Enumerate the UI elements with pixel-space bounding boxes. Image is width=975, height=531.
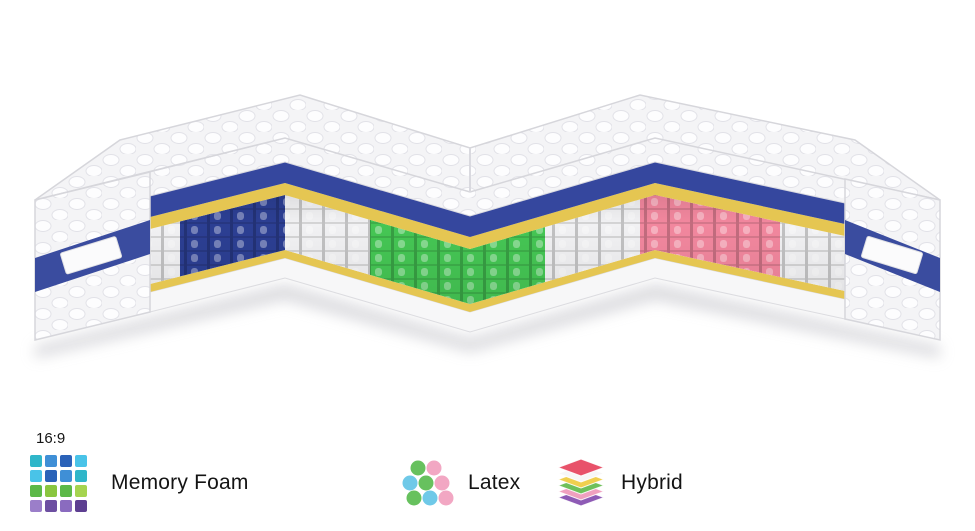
right-side-label-tag [861,235,923,275]
right-side-panel [844,178,941,341]
aspect-ratio-label: 16:9 [36,430,66,447]
memory-foam-icon [30,454,87,512]
latex-dots-icon [402,460,454,506]
hybrid-label: Hybrid [621,471,683,494]
floor-shadow [35,284,940,358]
left-side-label-tag [60,236,122,275]
mattress-cutaway-image [34,94,941,358]
latex-label: Latex [468,471,521,494]
blue-comfort-layer [150,162,845,237]
legend-item-latex: Latex [400,458,520,508]
memory-foam-label: Memory Foam [111,471,249,494]
upper-foam-layer [150,183,845,249]
legend-item-memory-foam: Memory Foam [30,454,249,512]
left-side-panel [34,171,151,341]
legend-item-hybrid: Hybrid [557,458,683,508]
lower-foam-layer [150,250,845,312]
hybrid-layers-icon [557,458,605,507]
